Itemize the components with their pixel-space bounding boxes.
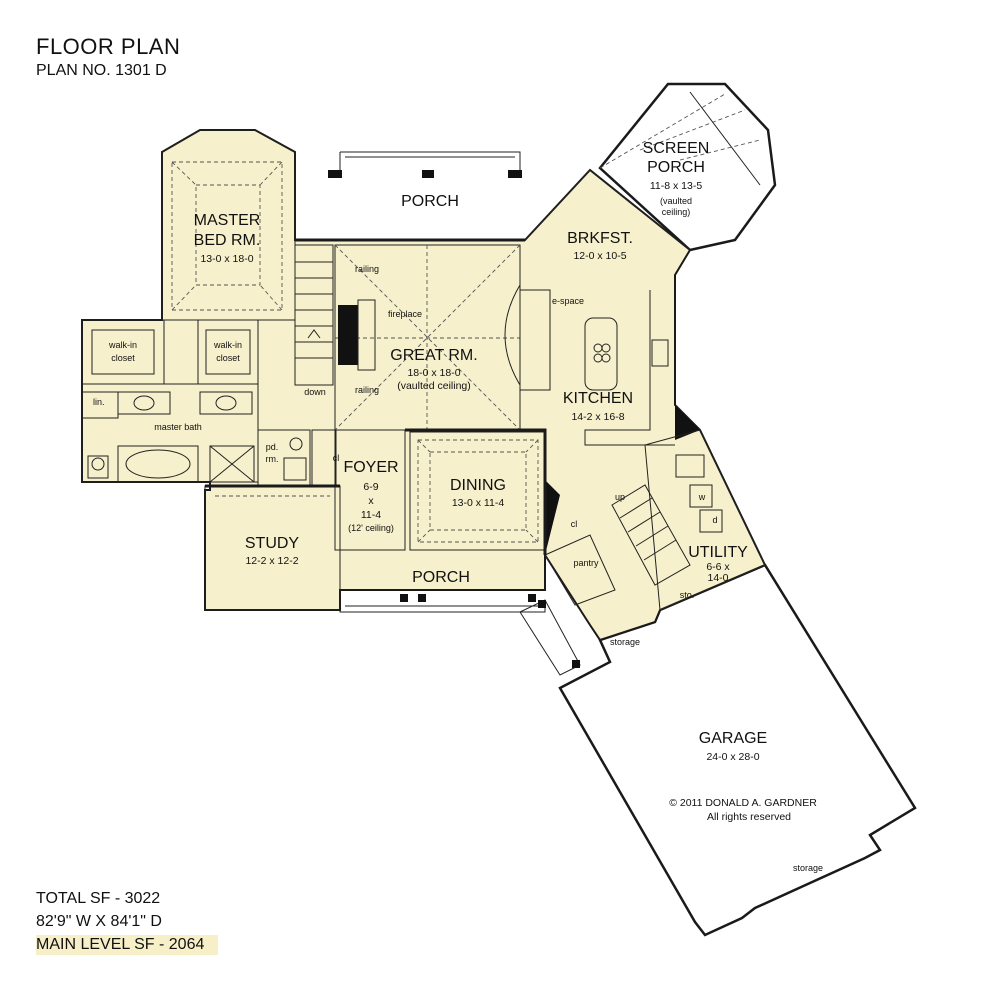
closet-label: closet (216, 353, 240, 363)
walkin-label: walk-in (108, 340, 137, 350)
svg-text:All rights reserved: All rights reserved (707, 811, 791, 823)
svg-text:(vaulted: (vaulted (660, 196, 692, 206)
svg-text:FOYER: FOYER (343, 459, 398, 476)
powder-room-label: rm. (266, 454, 279, 464)
total-sf: TOTAL SF - 3022 (36, 890, 161, 907)
svg-text:GARAGE: GARAGE (699, 730, 767, 747)
pantry-closet-label: cl (571, 519, 578, 529)
svg-text:STUDY: STUDY (245, 535, 300, 552)
master-bed-label: MASTER BED RM. 13-0 x 18-0 (194, 212, 261, 265)
svg-text:11-8 x 13-5: 11-8 x 13-5 (650, 180, 702, 192)
svg-text:BED RM.: BED RM. (194, 232, 261, 249)
main-level-sf: MAIN LEVEL SF - 2064 (36, 935, 219, 955)
svg-text:6-9: 6-9 (363, 481, 378, 493)
railing-label: railing (355, 385, 379, 395)
porch-front-label: PORCH (412, 569, 470, 586)
study-label: STUDY 12-2 x 12-2 (245, 535, 300, 567)
dryer-label: d (712, 515, 717, 525)
svg-text:12-0 x 10-5: 12-0 x 10-5 (573, 250, 626, 262)
porch-top-label: PORCH (401, 193, 459, 210)
foyer-label: FOYER 6-9 x 11-4 (12' ceiling) (343, 459, 398, 533)
plan-number: PLAN NO. 1301 D (36, 62, 167, 79)
plan-title: FLOOR PLAN (36, 34, 181, 59)
up-label: up (615, 492, 625, 502)
svg-text:UTILITY: UTILITY (688, 544, 748, 561)
railing-label: railing (355, 264, 379, 274)
storage-label: storage (610, 637, 640, 647)
pantry-label: pantry (573, 558, 599, 568)
garage-label: GARAGE 24-0 x 28-0 (699, 730, 767, 763)
dining-label: DINING 13-0 x 11-4 (450, 477, 506, 509)
foyer-closet-label: cl (333, 453, 340, 463)
svg-text:PORCH: PORCH (647, 159, 705, 176)
svg-text:13-0 x 18-0: 13-0 x 18-0 (200, 253, 253, 265)
svg-text:13-0 x 11-4: 13-0 x 11-4 (452, 497, 504, 509)
svg-text:KITCHEN: KITCHEN (563, 390, 633, 407)
svg-text:ceiling): ceiling) (662, 207, 691, 217)
screen-porch-area (598, 82, 777, 252)
svg-text:(12' ceiling): (12' ceiling) (348, 523, 394, 533)
closet-label: closet (111, 353, 135, 363)
master-bath-label: master bath (154, 422, 202, 432)
overall-dimensions: 82'9" W X 84'1" D (36, 913, 162, 930)
screen-porch-label: SCREEN PORCH 11-8 x 13-5 (vaulted ceilin… (643, 140, 710, 217)
svg-text:6-6 x: 6-6 x (706, 561, 730, 573)
svg-text:11-4: 11-4 (361, 509, 381, 521)
fireplace-label: fireplace (388, 309, 422, 319)
storage-label: storage (793, 863, 823, 873)
svg-text:14-2 x 16-8: 14-2 x 16-8 (571, 411, 624, 423)
svg-text:PORCH: PORCH (401, 193, 459, 210)
linen-label: lin. (93, 397, 105, 407)
svg-text:BRKFST.: BRKFST. (567, 230, 633, 247)
svg-text:PORCH: PORCH (412, 569, 470, 586)
svg-text:x: x (368, 495, 374, 507)
svg-text:12-2 x 12-2: 12-2 x 12-2 (245, 555, 298, 567)
storage-label: sto. (680, 590, 695, 600)
svg-text:24-0 x 28-0: 24-0 x 28-0 (706, 751, 759, 763)
washer-label: w (698, 492, 706, 502)
down-label: down (304, 387, 326, 397)
svg-text:18-0 x 18-0: 18-0 x 18-0 (407, 367, 460, 379)
svg-text:MASTER: MASTER (194, 212, 261, 229)
espace-label: e-space (552, 296, 584, 306)
walkin-label: walk-in (213, 340, 242, 350)
utility-label: UTILITY 6-6 x 14-0 (688, 544, 748, 584)
brkfst-label: BRKFST. 12-0 x 10-5 (567, 230, 633, 262)
svg-text:(vaulted ceiling): (vaulted ceiling) (397, 380, 471, 392)
top-porch-outline (340, 151, 521, 170)
great-room-label: GREAT RM. 18-0 x 18-0 (vaulted ceiling) (390, 347, 477, 392)
svg-text:GREAT RM.: GREAT RM. (390, 347, 477, 364)
powder-room-label: pd. (266, 442, 279, 452)
kitchen-label: KITCHEN 14-2 x 16-8 (563, 390, 633, 423)
svg-text:© 2011 DONALD A. GARDNER: © 2011 DONALD A. GARDNER (669, 797, 817, 809)
copyright: © 2011 DONALD A. GARDNER All rights rese… (669, 797, 817, 823)
svg-text:SCREEN: SCREEN (643, 140, 710, 157)
svg-text:14-0: 14-0 (707, 572, 728, 584)
svg-text:DINING: DINING (450, 477, 506, 494)
